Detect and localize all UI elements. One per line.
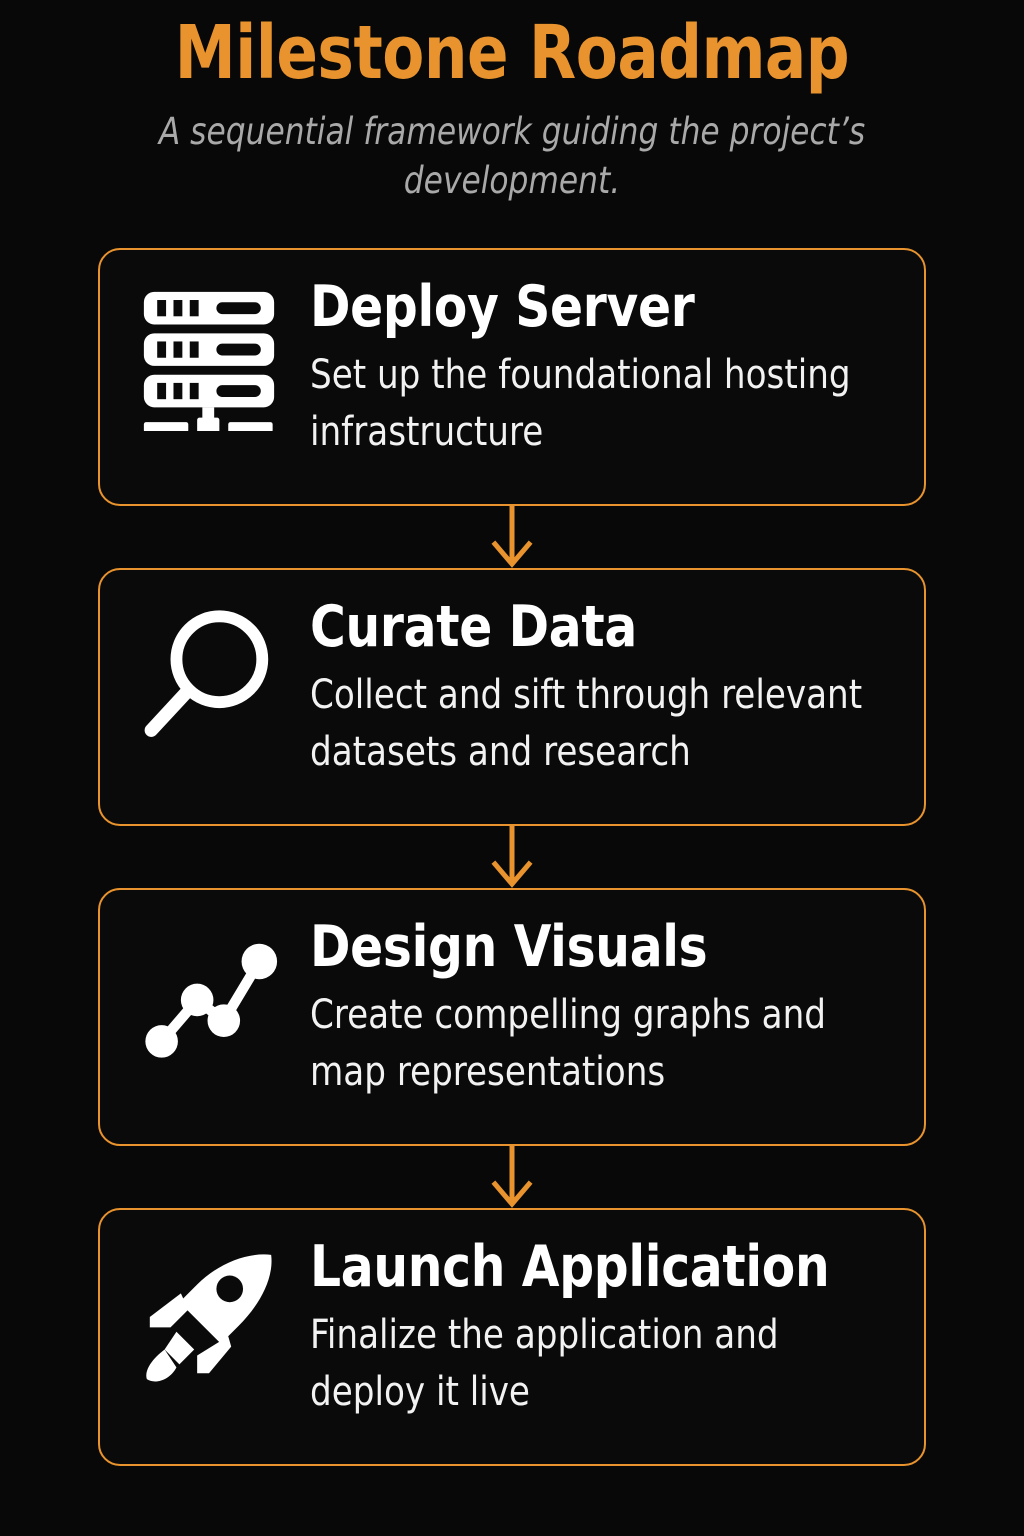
step-description: Set up the foundational hosting infrastr…: [310, 352, 851, 456]
step-title: Deploy Server: [310, 273, 695, 340]
connector-1: [98, 505, 926, 568]
connector-3: [98, 1145, 926, 1208]
step-text-block: Launch Application Finalize the applicat…: [310, 1236, 894, 1421]
arrow-down-icon: [491, 825, 533, 888]
step-description: Collect and sift through relevant datase…: [310, 672, 863, 776]
step-card-curate-data[interactable]: Curate Data Collect and sift through rel…: [98, 567, 926, 826]
step-title: Design Visuals: [310, 913, 708, 980]
line-chart-icon: [134, 922, 284, 1072]
step-title: Launch Application: [310, 1233, 830, 1300]
step-title: Curate Data: [310, 593, 637, 660]
step-card-design-visuals[interactable]: Design Visuals Create compelling graphs …: [98, 887, 926, 1146]
step-text-block: Design Visuals Create compelling graphs …: [310, 916, 894, 1101]
step-description: Create compelling graphs and map represe…: [310, 992, 826, 1096]
server-icon: [134, 282, 284, 432]
step-description: Finalize the application and deploy it l…: [310, 1312, 779, 1416]
connector-2: [98, 825, 926, 888]
arrow-down-icon: [491, 505, 533, 568]
magnifier-icon: [134, 602, 284, 752]
step-card-deploy-server[interactable]: Deploy Server Set up the foundational ho…: [98, 247, 926, 506]
page-header: Milestone Roadmap A sequential framework…: [0, 0, 1024, 206]
arrow-down-icon: [491, 1145, 533, 1208]
roadmap-flow: Deploy Server Set up the foundational ho…: [0, 247, 1024, 1466]
step-card-launch-application[interactable]: Launch Application Finalize the applicat…: [98, 1207, 926, 1466]
step-text-block: Curate Data Collect and sift through rel…: [310, 596, 894, 781]
step-text-block: Deploy Server Set up the foundational ho…: [310, 276, 894, 461]
rocket-icon: [134, 1242, 284, 1392]
page-subtitle: A sequential framework guiding the proje…: [158, 109, 866, 202]
page-title: Milestone Roadmap: [174, 10, 850, 96]
